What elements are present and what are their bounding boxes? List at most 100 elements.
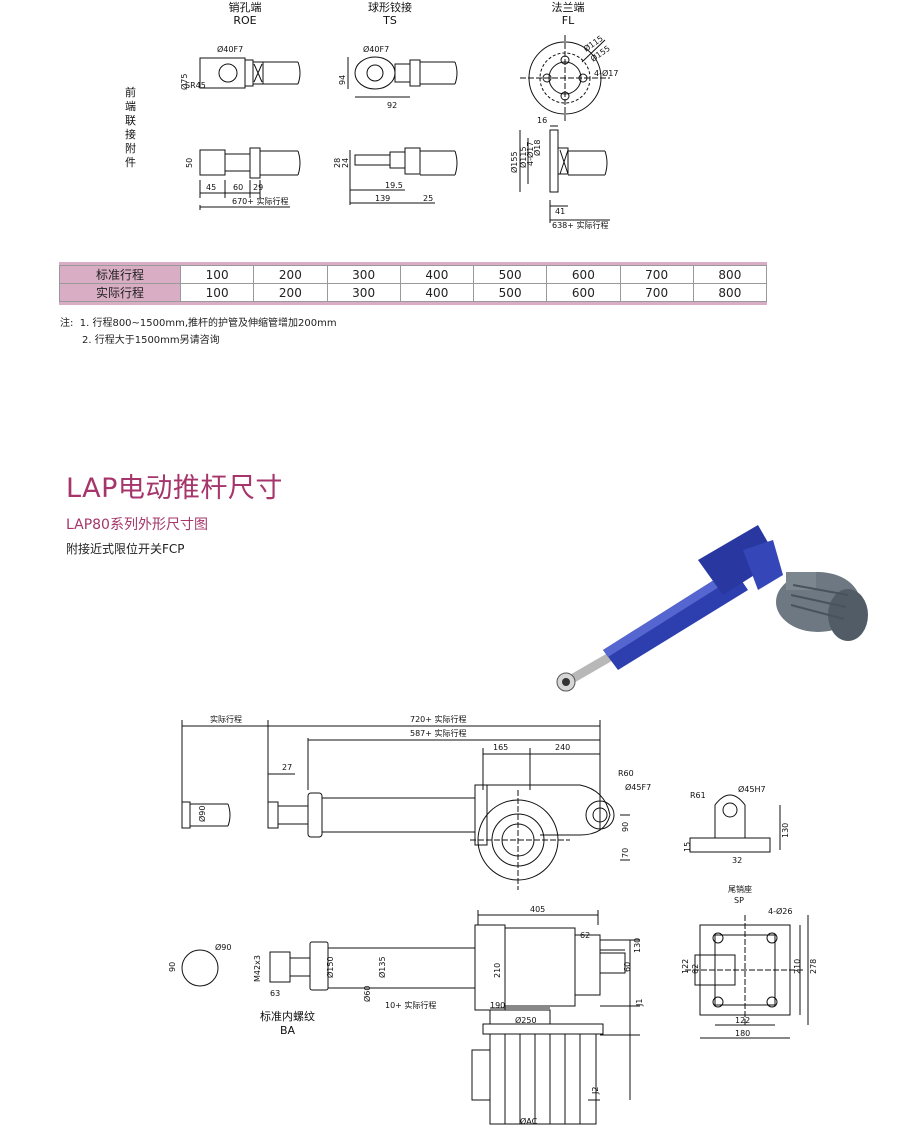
table-cell: 200 bbox=[253, 265, 328, 284]
ts-side-view bbox=[349, 147, 458, 205]
svg-text:50: 50 bbox=[185, 158, 194, 168]
svg-text:实际行程: 实际行程 bbox=[210, 714, 242, 724]
svg-text:Ø90: Ø90 bbox=[215, 942, 231, 952]
motor bbox=[776, 572, 868, 641]
table-cell: 300 bbox=[326, 283, 401, 302]
svg-text:130: 130 bbox=[633, 938, 642, 953]
svg-text:4-Ø17: 4-Ø17 bbox=[594, 68, 618, 78]
roe-top-view bbox=[199, 57, 301, 89]
svg-text:94: 94 bbox=[338, 75, 347, 85]
section-title: LAP电动推杆尺寸 bbox=[66, 473, 283, 504]
svg-text:210: 210 bbox=[493, 963, 502, 978]
svg-text:24: 24 bbox=[341, 158, 350, 168]
svg-text:405: 405 bbox=[530, 905, 545, 914]
table-cell: 600 bbox=[546, 265, 621, 284]
svg-text:19.5: 19.5 bbox=[385, 181, 403, 190]
fl-code: FL bbox=[561, 14, 575, 27]
fl-name: 法兰端 bbox=[551, 1, 585, 14]
svg-text:62: 62 bbox=[580, 931, 590, 940]
svg-text:240: 240 bbox=[555, 743, 570, 752]
svg-text:62: 62 bbox=[691, 964, 700, 974]
svg-text:45: 45 bbox=[206, 183, 216, 192]
table-cell: 400 bbox=[399, 283, 475, 302]
svg-text:210: 210 bbox=[793, 959, 802, 974]
ba-name: 标准内螺纹 bbox=[260, 1009, 315, 1023]
table-cell: 700 bbox=[619, 283, 694, 302]
svg-text:10+ 实际行程: 10+ 实际行程 bbox=[385, 1000, 436, 1010]
section-subtitle: LAP80系列外形尺寸图 bbox=[66, 517, 208, 533]
svg-text:122: 122 bbox=[681, 959, 690, 974]
fl-front-view bbox=[520, 35, 610, 122]
table-row: 实际行程 100 200 300 400 500 600 700 800 bbox=[59, 283, 768, 302]
svg-text:278: 278 bbox=[809, 959, 818, 974]
lap80-drawing: 实际行程 720+ 实际行程 587+ 实际行程 165 240 27 R60 … bbox=[168, 714, 818, 1126]
svg-text:130: 130 bbox=[781, 823, 790, 838]
svg-text:165: 165 bbox=[493, 743, 508, 752]
svg-text:Ø18: Ø18 bbox=[532, 140, 542, 156]
table-cell: 200 bbox=[253, 283, 328, 302]
notes-prefix: 注: bbox=[60, 318, 74, 329]
svg-text:4-Ø17: 4-Ø17 bbox=[525, 142, 535, 166]
svg-text:638+ 实际行程: 638+ 实际行程 bbox=[552, 220, 609, 230]
svg-text:J1: J1 bbox=[635, 999, 644, 1007]
svg-text:180: 180 bbox=[735, 1029, 750, 1038]
svg-text:27: 27 bbox=[282, 763, 292, 772]
ts-top-view bbox=[347, 56, 458, 98]
svg-text:90: 90 bbox=[621, 822, 630, 832]
svg-text:Ø75: Ø75 bbox=[179, 74, 189, 90]
table-top-bar bbox=[59, 262, 767, 265]
section-subtitle-2: 附接近式限位开关FCP bbox=[66, 542, 185, 556]
svg-text:Ø60: Ø60 bbox=[362, 986, 372, 1002]
svg-text:16: 16 bbox=[537, 116, 547, 125]
svg-text:J2: J2 bbox=[591, 1087, 600, 1095]
table-bottom-bar bbox=[59, 302, 767, 305]
svg-text:28: 28 bbox=[333, 158, 342, 168]
table-cell: 300 bbox=[326, 265, 401, 284]
fl-header: 法兰端 FL bbox=[528, 1, 608, 27]
table-cell: 600 bbox=[546, 283, 621, 302]
svg-text:Ø45F7: Ø45F7 bbox=[625, 782, 651, 792]
ts-code: TS bbox=[383, 14, 397, 27]
svg-text:SR45: SR45 bbox=[185, 81, 206, 90]
svg-text:25: 25 bbox=[423, 194, 433, 203]
table-cell: 100 bbox=[179, 265, 255, 284]
svg-text:90: 90 bbox=[168, 962, 177, 972]
ba-code: BA bbox=[280, 1024, 296, 1037]
svg-text:Ø90: Ø90 bbox=[197, 806, 207, 822]
svg-text:190: 190 bbox=[490, 1001, 505, 1010]
svg-text:122: 122 bbox=[735, 1016, 750, 1025]
table-cell: 500 bbox=[472, 283, 548, 302]
svg-text:SP: SP bbox=[734, 896, 744, 905]
svg-text:R60: R60 bbox=[618, 769, 634, 778]
svg-text:Ø40F7: Ø40F7 bbox=[363, 44, 389, 54]
roe-side-view bbox=[199, 147, 301, 210]
svg-text:720+ 实际行程: 720+ 实际行程 bbox=[410, 714, 467, 724]
svg-text:Ø150: Ø150 bbox=[325, 956, 335, 978]
svg-text:32: 32 bbox=[732, 856, 742, 865]
svg-text:Ø40F7: Ø40F7 bbox=[217, 44, 243, 54]
svg-text:29: 29 bbox=[253, 183, 263, 192]
svg-text:ØAC: ØAC bbox=[520, 1116, 538, 1126]
svg-text:4-Ø26: 4-Ø26 bbox=[768, 906, 792, 916]
svg-text:M42x3: M42x3 bbox=[253, 955, 262, 982]
svg-text:41: 41 bbox=[555, 207, 565, 216]
svg-text:139: 139 bbox=[375, 194, 390, 203]
svg-text:R61: R61 bbox=[690, 791, 706, 800]
svg-text:60: 60 bbox=[233, 183, 243, 192]
svg-text:Ø115: Ø115 bbox=[518, 146, 528, 168]
svg-text:15: 15 bbox=[683, 842, 692, 852]
svg-text:Ø155: Ø155 bbox=[509, 151, 519, 173]
table-cell: 500 bbox=[472, 265, 548, 284]
notes: 注: 1. 行程800~1500mm,推杆的护管及伸缩管增加200mm 2. 行… bbox=[60, 315, 337, 349]
table-cell: 100 bbox=[179, 283, 255, 302]
svg-text:70: 70 bbox=[621, 848, 630, 858]
svg-text:63: 63 bbox=[270, 989, 280, 998]
ts-name: 球形铰接 bbox=[368, 1, 412, 14]
svg-text:670+ 实际行程: 670+ 实际行程 bbox=[232, 196, 289, 206]
ts-header: 球形铰接 TS bbox=[350, 1, 430, 27]
side-label: 前端联接附件 bbox=[125, 86, 136, 169]
table-cell: 800 bbox=[692, 265, 768, 284]
table-row: 标准行程 100 200 300 400 500 600 700 800 bbox=[59, 265, 768, 284]
roe-code: ROE bbox=[233, 14, 257, 27]
note-item: 1. 行程800~1500mm,推杆的护管及伸缩管增加200mm bbox=[79, 318, 337, 329]
